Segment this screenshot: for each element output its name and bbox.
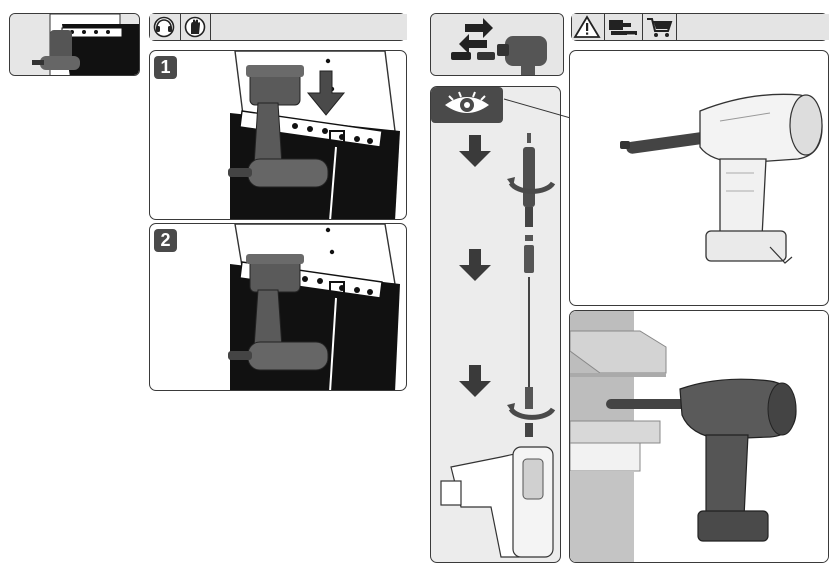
step-number-badge: 1: [154, 56, 177, 79]
belt-hook-thumbnail: [9, 13, 140, 76]
warning-triangle-icon: [573, 15, 601, 38]
strip-cell-empty: [210, 14, 407, 40]
hearing-protection-icon: [153, 16, 175, 38]
step-2-panel: 2: [149, 223, 407, 391]
strip-cell-gloves: [180, 14, 210, 40]
strip-cell-accessory: [604, 14, 642, 40]
nosepiece-assembly-panel: [430, 86, 561, 563]
nosepiece-thumbnail: [430, 13, 564, 76]
usage-scene-illustration: [570, 311, 828, 562]
step-1-illustration: [228, 51, 400, 219]
usage-scene-panel: [569, 310, 829, 563]
gloves-icon: [184, 16, 206, 38]
left-icon-strip: [149, 13, 407, 41]
strip-cell-warning: [572, 14, 604, 40]
inspect-eye-tab: [431, 87, 503, 123]
strip-cell-hearing: [150, 14, 180, 40]
tool-closeup-illustration: [620, 93, 823, 264]
step-number-badge: 2: [154, 229, 177, 252]
eye-icon: [445, 91, 489, 113]
assembly-sequence-illustration: [440, 133, 556, 558]
tool-closeup-panel: [569, 50, 829, 306]
accessory-icon: [609, 20, 637, 36]
shopping-cart-icon: [647, 18, 673, 37]
step-1-panel: 1: [149, 50, 407, 220]
strip-cell-cart: [642, 14, 676, 40]
nosepiece-thumbnail-illustration: [431, 14, 563, 75]
belt-thumbnail-illustration: [10, 14, 139, 75]
step-2-illustration: [228, 224, 400, 390]
right-icon-strip: [571, 13, 829, 41]
strip-cell-empty: [676, 14, 829, 40]
